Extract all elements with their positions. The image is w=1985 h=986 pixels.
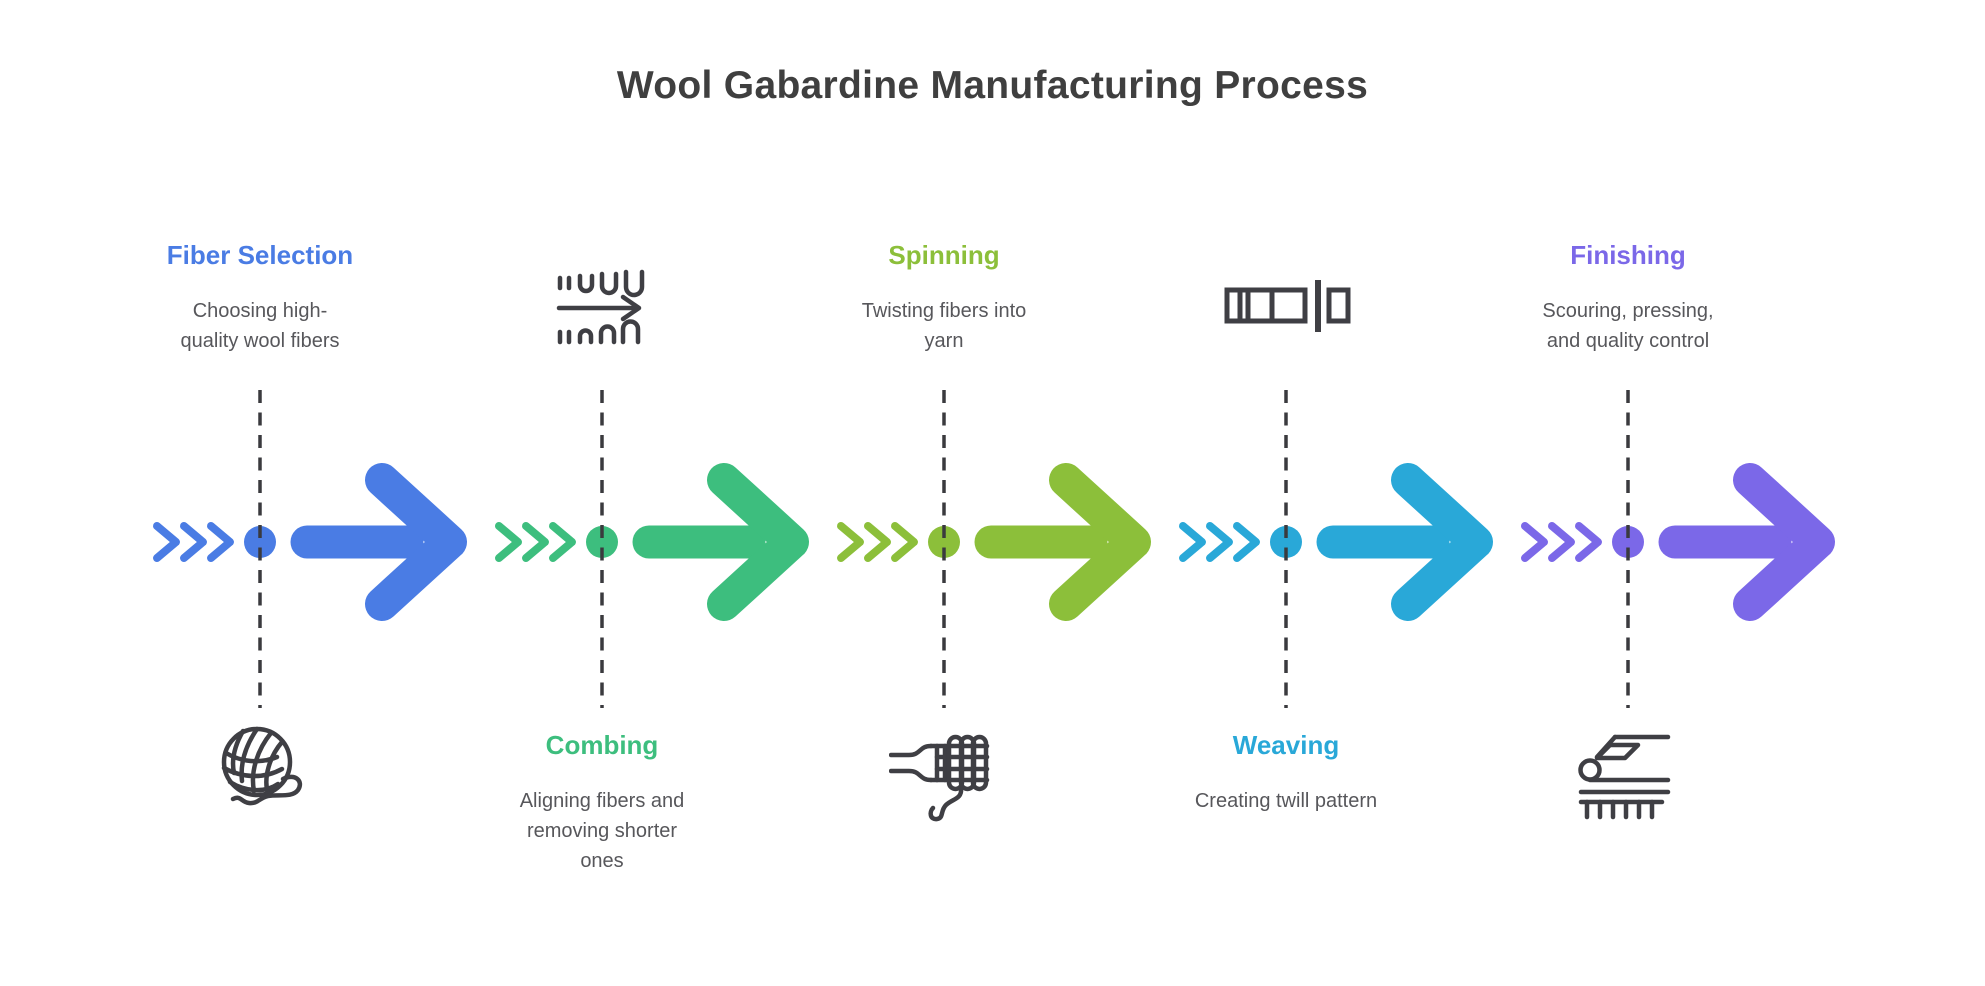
stage-title-weaving: Weaving: [1232, 730, 1340, 760]
stage-dot: [586, 526, 618, 558]
stage-dot: [1612, 526, 1644, 558]
stage-description-fiber-selection: Choosing high- quality wool fibers: [180, 300, 340, 352]
arrow-right-icon: [495, 463, 809, 621]
stage-dot: [244, 526, 276, 558]
arrow-right-icon: [1179, 463, 1493, 621]
arrow-right-icon: [153, 463, 467, 621]
stage-divider-line: [258, 390, 262, 708]
page-title: Wool Gabardine Manufacturing Process: [616, 64, 1369, 107]
flow-arrow: [837, 463, 1151, 621]
stage-dot: [1270, 526, 1302, 558]
stage-title-fiber-selection: Fiber Selection: [166, 240, 354, 270]
stage-title-spinning: Spinning: [888, 240, 1000, 270]
flow-arrow: [1179, 463, 1493, 621]
stage-description-spinning: Twisting fibers into yarn: [861, 300, 1027, 352]
stage-description-finishing: Scouring, pressing, and quality control: [1542, 300, 1714, 352]
stage-description-weaving: Creating twill pattern: [1194, 790, 1378, 812]
loom-fabric-icon: [1224, 280, 1351, 332]
flow-arrow: [1521, 463, 1835, 621]
stage-divider-line: [1284, 390, 1288, 708]
stage-divider-line: [600, 390, 604, 708]
yarn-ball-icon: [221, 726, 303, 806]
stage-divider-line: [1626, 390, 1630, 708]
flow-arrow: [153, 463, 467, 621]
stage-title-finishing: Finishing: [1570, 240, 1686, 270]
flow-arrow: [495, 463, 809, 621]
stage-title-combing: Combing: [545, 730, 659, 760]
pressing-iron-icon: [1578, 734, 1671, 820]
stage-divider-line: [942, 390, 946, 708]
combed-fibers-icon: [556, 269, 645, 345]
arrow-right-icon: [837, 463, 1151, 621]
yarn-twisting-icon: [889, 734, 990, 822]
stage-description-combing: Aligning fibers and removing shorter one…: [519, 790, 685, 872]
arrow-right-icon: [1521, 463, 1835, 621]
stage-dot: [928, 526, 960, 558]
